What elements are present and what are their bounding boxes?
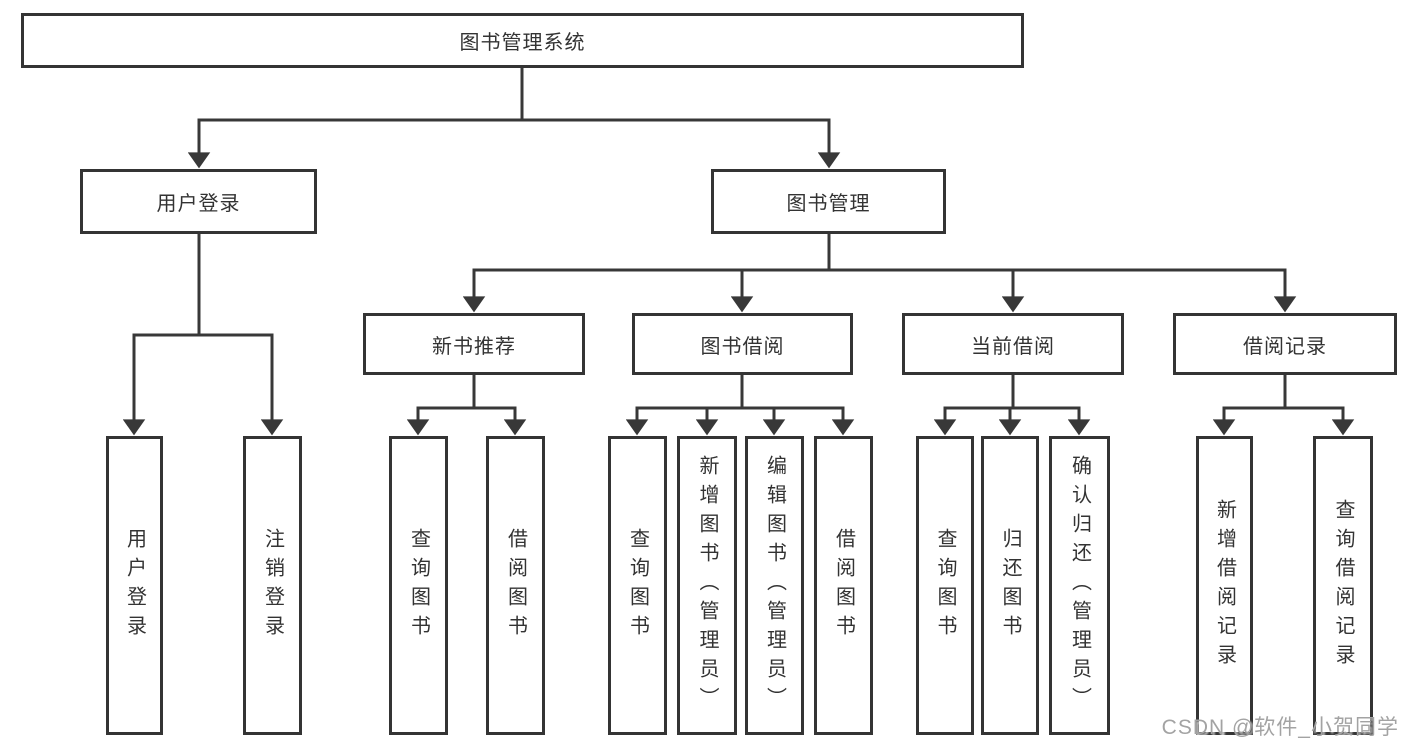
leaf-borrow-add-books-admin-label: 新增图书（管理员）: [696, 455, 718, 716]
leaf-logout-label: 注销登录: [261, 527, 284, 644]
leaf-recommend-query-books-label: 查询图书: [407, 527, 430, 644]
node-book-borrow: 图书借阅: [632, 313, 853, 375]
node-borrow-records: 借阅记录: [1173, 313, 1397, 375]
leaf-recommend-borrow-books: 借阅图书: [486, 436, 545, 735]
node-new-book-recommend: 新书推荐: [363, 313, 585, 375]
node-book-management: 图书管理: [711, 169, 946, 234]
leaf-logout: 注销登录: [243, 436, 302, 735]
node-book-management-label: 图书管理: [786, 193, 871, 215]
leaf-records-add-record: 新增借阅记录: [1196, 436, 1253, 735]
node-current-borrow: 当前借阅: [902, 313, 1124, 375]
leaf-records-query-record-label: 查询借阅记录: [1332, 498, 1354, 673]
leaf-user-login-label: 用户登录: [123, 527, 146, 644]
node-book-borrow-label: 图书借阅: [700, 335, 785, 358]
node-root: 图书管理系统: [21, 13, 1024, 68]
node-user-login: 用户登录: [80, 169, 317, 234]
leaf-current-confirm-return-admin-label: 确认归还（管理员）: [1068, 455, 1091, 716]
leaf-records-query-record: 查询借阅记录: [1313, 436, 1373, 735]
leaf-current-return-books: 归还图书: [981, 436, 1039, 735]
node-current-borrow-label: 当前借阅: [971, 335, 1055, 358]
leaf-borrow-query-books: 查询图书: [608, 436, 667, 735]
leaf-borrow-edit-books-admin: 编辑图书（管理员）: [745, 436, 804, 735]
leaf-borrow-borrow-books-label: 借阅图书: [832, 527, 855, 644]
leaf-current-return-books-label: 归还图书: [999, 527, 1021, 644]
leaf-records-add-record-label: 新增借阅记录: [1213, 498, 1236, 673]
node-borrow-records-label: 借阅记录: [1243, 335, 1327, 358]
node-user-login-label: 用户登录: [156, 193, 241, 215]
leaf-current-query-books: 查询图书: [916, 436, 974, 735]
leaf-borrow-add-books-admin: 新增图书（管理员）: [677, 436, 737, 735]
leaf-current-query-books-label: 查询图书: [934, 527, 956, 644]
leaf-borrow-borrow-books: 借阅图书: [814, 436, 873, 735]
leaf-recommend-borrow-books-label: 借阅图书: [504, 527, 527, 644]
leaf-user-login: 用户登录: [106, 436, 163, 735]
leaf-borrow-query-books-label: 查询图书: [626, 527, 649, 644]
leaf-recommend-query-books: 查询图书: [389, 436, 448, 735]
node-root-label: 图书管理系统: [459, 32, 586, 54]
leaf-borrow-edit-books-admin-label: 编辑图书（管理员）: [763, 455, 786, 716]
leaf-current-confirm-return-admin: 确认归还（管理员）: [1049, 436, 1110, 735]
node-new-book-recommend-label: 新书推荐: [432, 335, 516, 358]
